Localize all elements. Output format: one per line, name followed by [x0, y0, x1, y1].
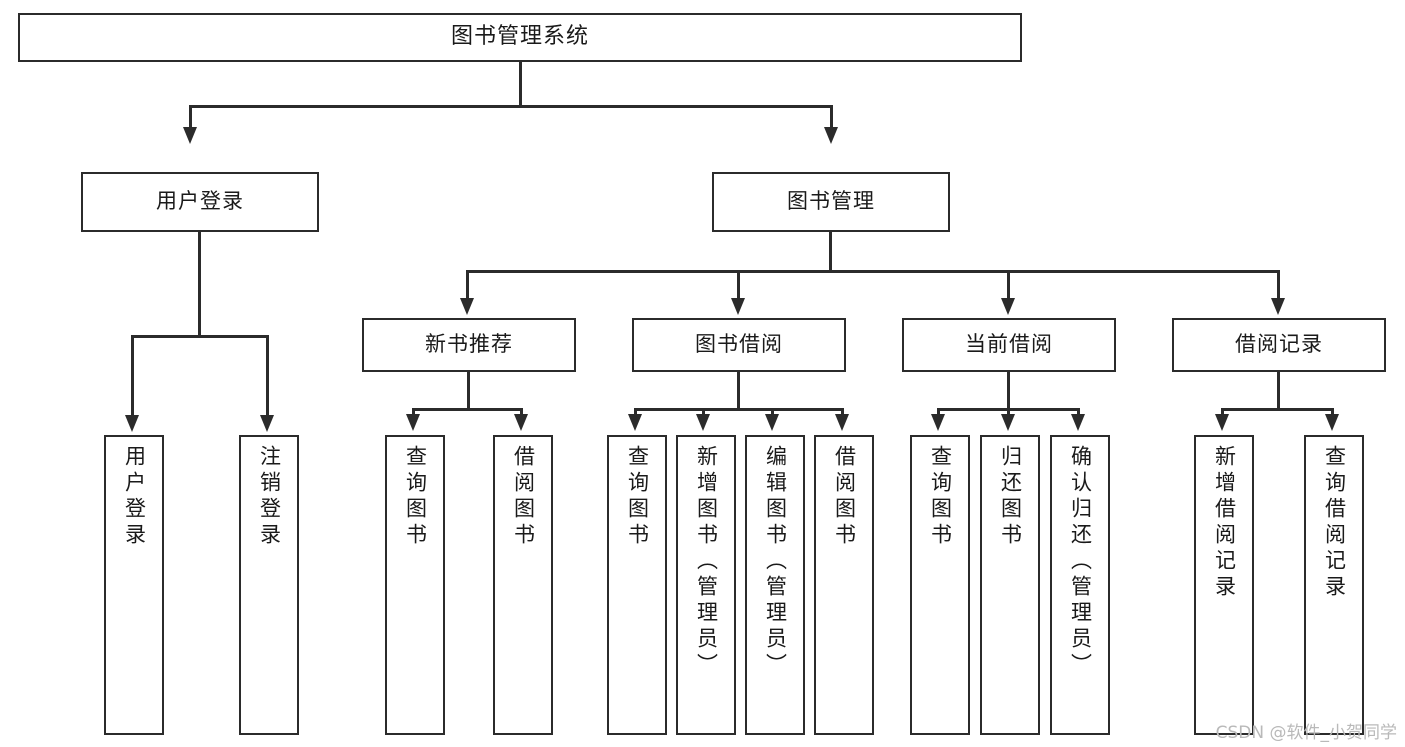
arrowhead-current-borrow [1001, 298, 1015, 315]
connector-new-book-stem [467, 372, 470, 410]
connector-current-borrow-stem [1007, 372, 1010, 410]
arrowhead-borrow-record [1271, 298, 1285, 315]
connector-root-bus [190, 105, 833, 108]
leaf-label: 新增借阅记录 [1212, 445, 1237, 601]
arrowhead-new-book-recommend [460, 298, 474, 315]
arrowhead-current-borrow-leaf-0 [931, 414, 945, 431]
connector-book-borrow-to-leaf-0 [634, 408, 637, 418]
leaf-user-login-1[interactable]: 注销登录 [239, 435, 299, 735]
connector-user-login-bus [132, 335, 268, 338]
node-user-login[interactable]: 用户登录 [81, 172, 319, 232]
arrowhead-new-book-leaf-0 [406, 414, 420, 431]
arrowhead-book-borrow-leaf-1 [696, 414, 710, 431]
leaf-new-book-recommend-1[interactable]: 借阅图书 [493, 435, 553, 735]
leaf-label: 查询图书 [625, 445, 650, 549]
arrowhead-book-borrow-leaf-3 [835, 414, 849, 431]
leaf-book-borrow-2[interactable]: 编辑图书（管理员） [745, 435, 805, 735]
arrowhead-user-login [183, 127, 197, 144]
leaf-label: 借阅图书 [511, 445, 536, 549]
connector-current-borrow-to-leaf-0 [937, 408, 940, 418]
node-label: 图书管理 [787, 189, 875, 214]
leaf-label: 编辑图书（管理员） [763, 445, 788, 679]
connector-root-stem [519, 62, 522, 107]
connector-bm-to-borrow-record [1277, 270, 1280, 300]
connector-book-borrow-bus [635, 408, 844, 411]
connector-book-borrow-stem [737, 372, 740, 410]
arrowhead-borrow-record-leaf-1 [1325, 414, 1339, 431]
arrowhead-book-borrow [731, 298, 745, 315]
leaf-user-login-0[interactable]: 用户登录 [104, 435, 164, 735]
leaf-label: 新增图书（管理员） [694, 445, 719, 679]
node-label: 借阅记录 [1235, 332, 1323, 357]
leaf-label: 用户登录 [122, 445, 147, 549]
connector-current-borrow-to-leaf-2 [1077, 408, 1080, 418]
arrowhead-current-borrow-leaf-2 [1071, 414, 1085, 431]
arrowhead-book-management [824, 127, 838, 144]
node-label: 图书借阅 [695, 332, 783, 357]
leaf-label: 查询图书 [928, 445, 953, 549]
leaf-label: 归还图书 [998, 445, 1023, 549]
leaf-borrow-record-0[interactable]: 新增借阅记录 [1194, 435, 1254, 735]
node-borrow-record[interactable]: 借阅记录 [1172, 318, 1386, 372]
leaf-label: 注销登录 [257, 445, 282, 549]
connector-book-management-stem [829, 232, 832, 272]
leaf-label: 查询图书 [403, 445, 428, 549]
node-root-book-management-system[interactable]: 图书管理系统 [18, 13, 1022, 62]
leaf-label: 借阅图书 [832, 445, 857, 549]
connector-bm-to-new-book [466, 270, 469, 300]
arrowhead-book-borrow-leaf-2 [765, 414, 779, 431]
arrowhead-borrow-record-leaf-0 [1215, 414, 1229, 431]
connector-new-book-to-leaf-0 [412, 408, 415, 418]
connector-user-login-stem [198, 232, 201, 338]
arrowhead-book-borrow-leaf-0 [628, 414, 642, 431]
connector-borrow-record-to-leaf-1 [1331, 408, 1334, 418]
leaf-label: 确认归还（管理员） [1068, 445, 1093, 679]
connector-book-borrow-to-leaf-2 [771, 408, 774, 418]
node-book-borrow[interactable]: 图书借阅 [632, 318, 846, 372]
arrowhead-user-login-leaf-1 [260, 415, 274, 432]
csdn-watermark: CSDN @软件_小贺同学 [1215, 723, 1397, 743]
leaf-book-borrow-1[interactable]: 新增图书（管理员） [676, 435, 736, 735]
leaf-book-borrow-3[interactable]: 借阅图书 [814, 435, 874, 735]
arrowhead-current-borrow-leaf-1 [1001, 414, 1015, 431]
leaf-borrow-record-1[interactable]: 查询借阅记录 [1304, 435, 1364, 735]
node-current-borrow[interactable]: 当前借阅 [902, 318, 1116, 372]
connector-root-to-book-management [830, 105, 833, 129]
connector-book-borrow-to-leaf-3 [841, 408, 844, 418]
leaf-current-borrow-1[interactable]: 归还图书 [980, 435, 1040, 735]
connector-bm-to-current-borrow [1007, 270, 1010, 300]
connector-bm-to-book-borrow [737, 270, 740, 300]
arrowhead-new-book-leaf-1 [514, 414, 528, 431]
connector-book-management-bus [467, 270, 1279, 273]
node-new-book-recommend[interactable]: 新书推荐 [362, 318, 576, 372]
connector-user-login-to-leaf-0 [131, 335, 134, 417]
connector-new-book-to-leaf-1 [520, 408, 523, 418]
leaf-current-borrow-2[interactable]: 确认归还（管理员） [1050, 435, 1110, 735]
arrowhead-user-login-leaf-0 [125, 415, 139, 432]
leaf-current-borrow-0[interactable]: 查询图书 [910, 435, 970, 735]
leaf-new-book-recommend-0[interactable]: 查询图书 [385, 435, 445, 735]
connector-user-login-to-leaf-1 [266, 335, 269, 417]
node-label: 新书推荐 [425, 332, 513, 357]
connector-root-to-user-login [189, 105, 192, 129]
connector-borrow-record-to-leaf-0 [1221, 408, 1224, 418]
node-book-management[interactable]: 图书管理 [712, 172, 950, 232]
node-label: 图书管理系统 [450, 24, 589, 50]
leaf-label: 查询借阅记录 [1322, 445, 1347, 601]
leaf-book-borrow-0[interactable]: 查询图书 [607, 435, 667, 735]
connector-new-book-bus [413, 408, 523, 411]
node-label: 当前借阅 [965, 332, 1053, 357]
connector-book-borrow-to-leaf-1 [702, 408, 705, 418]
connector-borrow-record-stem [1277, 372, 1280, 410]
node-label: 用户登录 [156, 189, 244, 214]
connector-borrow-record-bus [1222, 408, 1334, 411]
connector-current-borrow-to-leaf-1 [1007, 408, 1010, 418]
